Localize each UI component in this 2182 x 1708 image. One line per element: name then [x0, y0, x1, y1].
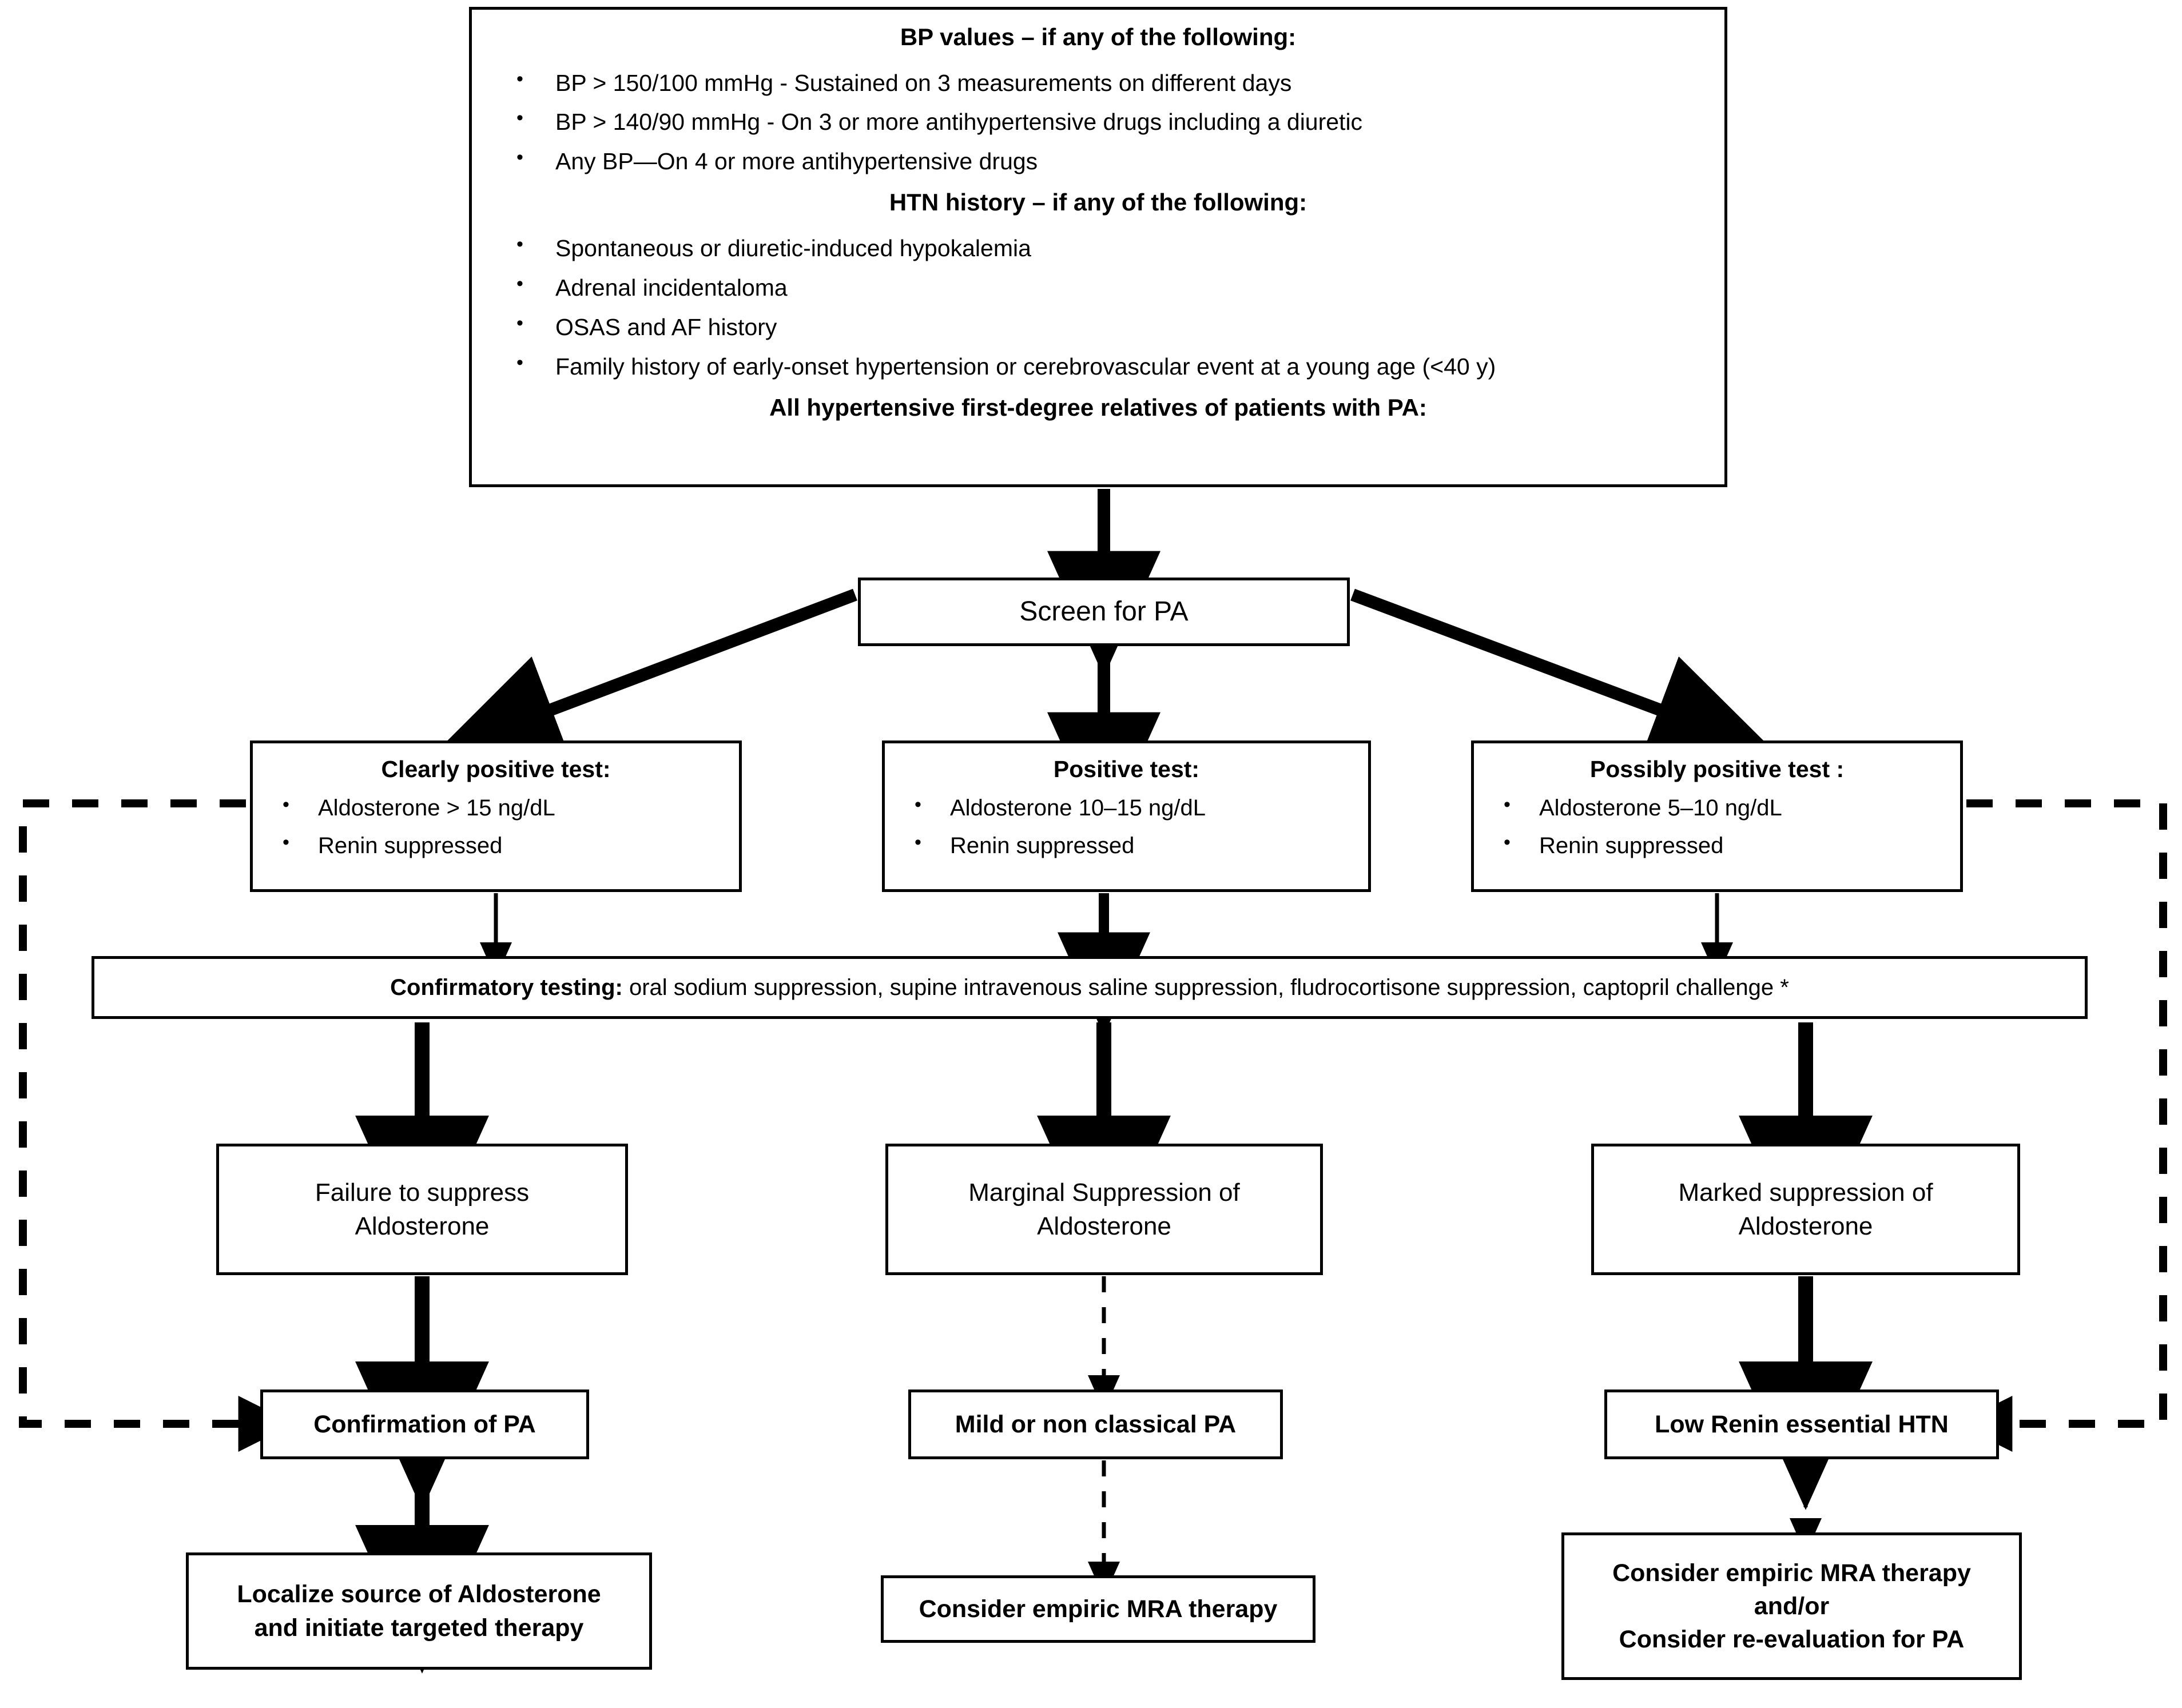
low-renin-htn-label: Low Renin essential HTN	[1655, 1410, 1949, 1438]
empiric-mra-therapy-box: Consider empiric MRA therapy	[881, 1575, 1315, 1643]
screen-for-pa-box: Screen for PA	[858, 578, 1350, 646]
confirmatory-testing-line: Confirmatory testing: oral sodium suppre…	[94, 975, 2085, 1001]
htn-criteria-item: Adrenal incidentaloma	[487, 271, 1710, 304]
htn-criteria-item: OSAS and AF history	[487, 310, 1710, 343]
confirmatory-testing-tests: oral sodium suppression, supine intraven…	[622, 974, 1789, 1000]
positive-test-box: Positive test: Aldosterone 10–15 ng/dL R…	[882, 740, 1371, 892]
marked-line-1: Marked suppression of	[1678, 1178, 1933, 1207]
consider-line-2: and/or	[1754, 1592, 1830, 1620]
confirmation-of-pa-box: Confirmation of PA	[260, 1390, 589, 1459]
mild-or-non-classical-pa-box: Mild or non classical PA	[908, 1390, 1283, 1459]
consider-line-3: Consider re-evaluation for PA	[1619, 1626, 1965, 1654]
localize-line-1: Localize source of Aldosterone	[237, 1580, 601, 1609]
marginal-line-1: Marginal Suppression of	[968, 1178, 1240, 1207]
bp-criteria-list: BP > 150/100 mmHg - Sustained on 3 measu…	[487, 59, 1710, 186]
htn-criteria-item: Family history of early-onset hypertensi…	[487, 350, 1710, 383]
edge-feedback-loop-left	[19, 799, 295, 1452]
possibly-positive-list: Aldosterone 5–10 ng/dL Renin suppressed	[1482, 786, 1952, 868]
screening-criteria-box: BP values – if any of the following: BP …	[469, 7, 1727, 487]
low-renin-essential-htn-box: Low Renin essential HTN	[1604, 1390, 1999, 1459]
edge-feedback-loop-right	[1956, 799, 2167, 1452]
bp-criteria-item: BP > 150/100 mmHg - Sustained on 3 measu…	[487, 66, 1710, 99]
clearly-positive-test-box: Clearly positive test: Aldosterone > 15 …	[250, 740, 742, 892]
clearly-positive-list: Aldosterone > 15 ng/dL Renin suppressed	[261, 786, 731, 868]
mild-pa-label: Mild or non classical PA	[955, 1410, 1237, 1438]
relatives-header: All hypertensive first-degree relatives …	[769, 393, 1427, 421]
failure-to-suppress-box: Failure to suppress Aldosterone	[216, 1144, 628, 1275]
possibly-positive-header: Possibly positive test :	[1589, 756, 1845, 782]
clearly-positive-header: Clearly positive test:	[381, 756, 611, 782]
clearly-positive-item: Renin suppressed	[261, 830, 731, 862]
failure-line-2: Aldosterone	[355, 1212, 490, 1240]
mra-line-1: Consider empiric MRA therapy	[919, 1595, 1278, 1623]
confirmation-of-pa-label: Confirmation of PA	[313, 1410, 536, 1438]
confirmatory-testing-box: Confirmatory testing: oral sodium suppre…	[92, 956, 2088, 1019]
bp-values-header: BP values – if any of the following:	[900, 23, 1297, 50]
marked-line-2: Aldosterone	[1738, 1212, 1873, 1240]
htn-criteria-item: Spontaneous or diuretic-induced hypokale…	[487, 232, 1710, 264]
marginal-line-2: Aldosterone	[1037, 1212, 1171, 1240]
marginal-suppression-box: Marginal Suppression of Aldosterone	[885, 1144, 1323, 1275]
possibly-positive-item: Renin suppressed	[1482, 830, 1952, 862]
localize-line-2: and initiate targeted therapy	[254, 1614, 584, 1642]
bp-criteria-item: Any BP—On 4 or more antihypertensive dru…	[487, 145, 1710, 177]
possibly-positive-item: Aldosterone 5–10 ng/dL	[1482, 792, 1952, 824]
failure-line-1: Failure to suppress	[315, 1178, 530, 1207]
positive-item: Renin suppressed	[893, 830, 1360, 862]
consider-line-1: Consider empiric MRA therapy	[1612, 1559, 1971, 1587]
htn-criteria-list: Spontaneous or diuretic-induced hypokale…	[487, 225, 1710, 391]
marked-suppression-box: Marked suppression of Aldosterone	[1591, 1144, 2020, 1275]
edge-screen-to-clearly-positive	[434, 588, 857, 763]
screen-for-pa-label: Screen for PA	[1019, 596, 1189, 627]
clearly-positive-item: Aldosterone > 15 ng/dL	[261, 792, 731, 824]
positive-header: Positive test:	[1053, 756, 1200, 782]
consider-mra-or-reevaluation-box: Consider empiric MRA therapy and/or Cons…	[1561, 1532, 2022, 1680]
positive-list: Aldosterone 10–15 ng/dL Renin suppressed	[893, 786, 1360, 868]
localize-source-therapy-box: Localize source of Aldosterone and initi…	[186, 1552, 652, 1670]
confirmatory-testing-label: Confirmatory testing:	[390, 974, 623, 1000]
htn-history-header: HTN history – if any of the following:	[889, 189, 1307, 216]
edge-screen-to-possibly-positive	[1350, 588, 1777, 763]
positive-item: Aldosterone 10–15 ng/dL	[893, 792, 1360, 824]
bp-criteria-item: BP > 140/90 mmHg - On 3 or more antihype…	[487, 105, 1710, 138]
possibly-positive-test-box: Possibly positive test : Aldosterone 5–1…	[1471, 740, 1963, 892]
